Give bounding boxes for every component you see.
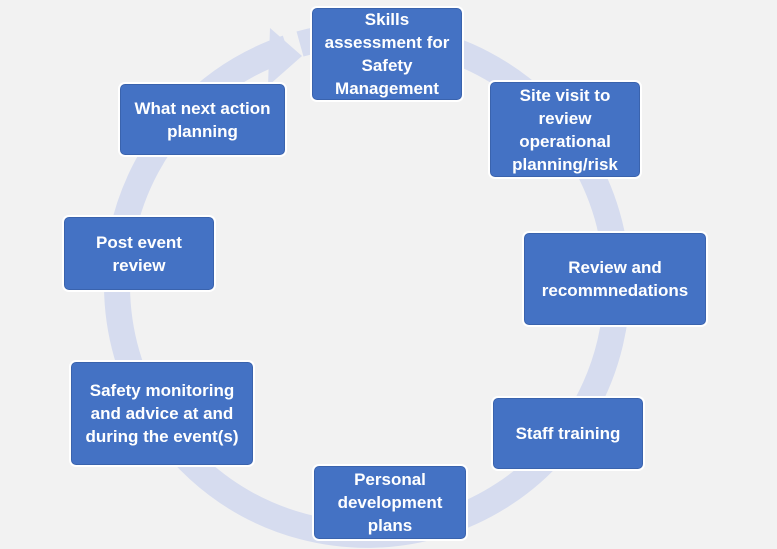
node-staff-training: Staff training (491, 396, 645, 471)
node-safety-monitoring: Safety monitoring and advice at and duri… (69, 360, 255, 467)
node-review-recommendations: Review and recommnedations (522, 231, 708, 327)
node-skills-assessment-label: Skills assessment for Safety Management (324, 10, 450, 98)
node-what-next: What next action planning (118, 82, 287, 157)
node-post-event-review-label: Post event review (96, 232, 182, 275)
node-site-visit-label: Site visit to review operational plannin… (512, 85, 618, 174)
node-review-recommendations-label: Review and recommnedations (541, 258, 689, 300)
node-safety-monitoring-label: Safety monitoring and advice at and duri… (85, 381, 239, 446)
node-personal-development-label: Personal development plans (337, 470, 443, 535)
node-site-visit: Site visit to review operational plannin… (488, 80, 642, 179)
node-post-event-review: Post event review (62, 215, 216, 292)
node-what-next-label: What next action planning (134, 98, 271, 141)
node-skills-assessment: Skills assessment for Safety Management (310, 6, 464, 102)
cycle-arrowhead (268, 28, 302, 86)
node-personal-development: Personal development plans (312, 464, 468, 541)
node-staff-training-label: Staff training (515, 424, 621, 443)
